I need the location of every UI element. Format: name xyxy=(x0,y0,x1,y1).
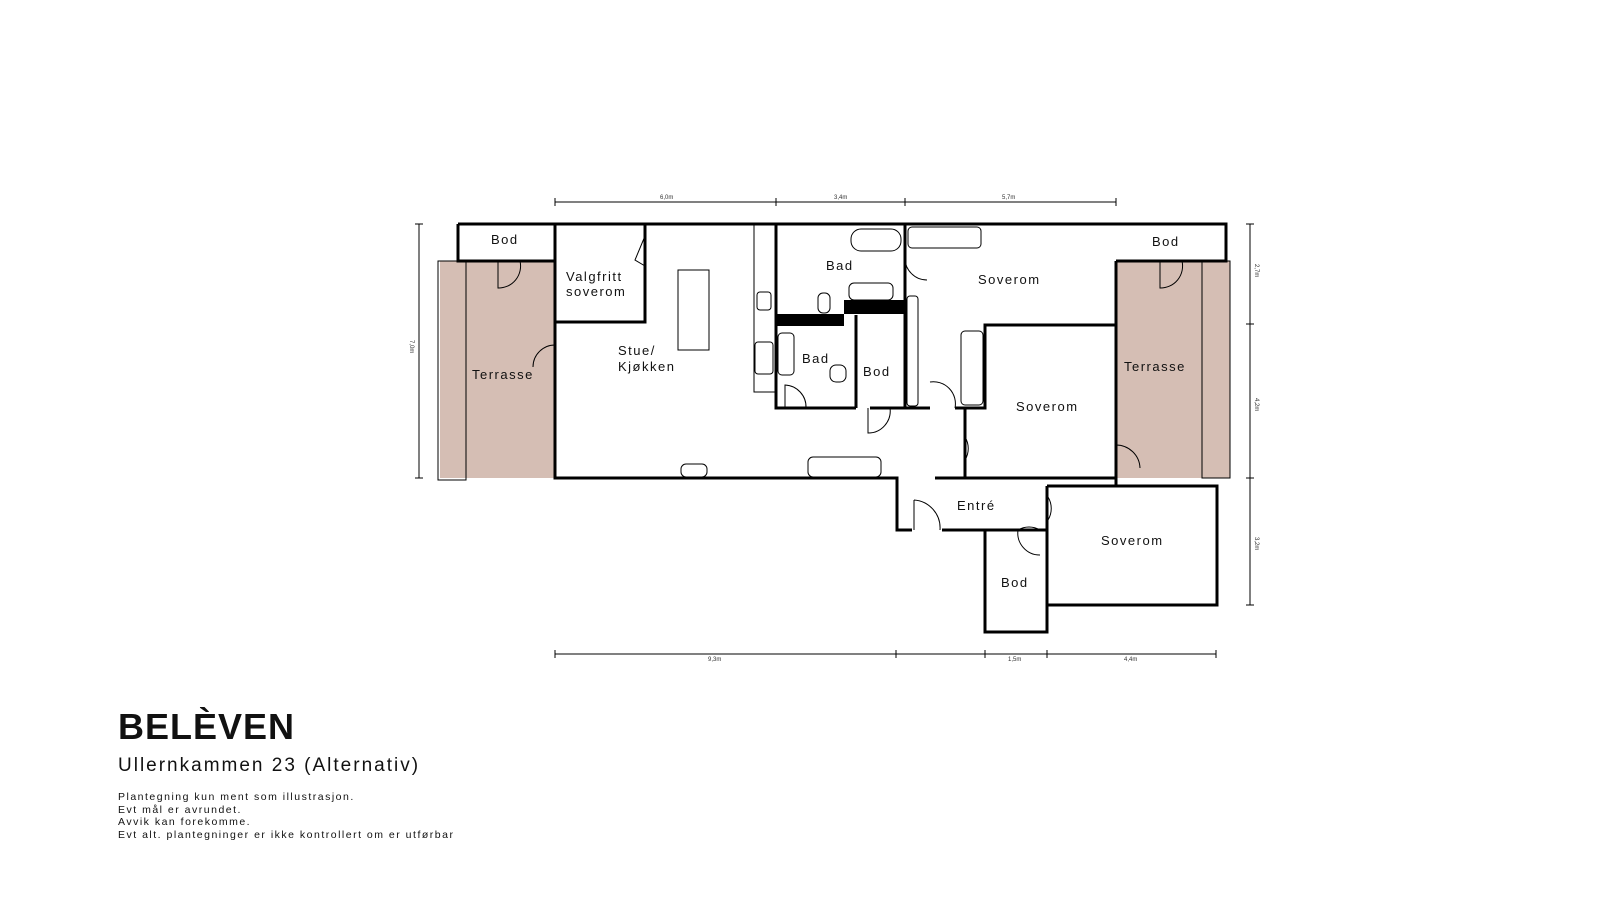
doors xyxy=(497,235,1184,556)
dimension-label: 5,7m xyxy=(1002,195,1015,201)
dimension-label: 2,7m xyxy=(1253,264,1259,277)
brand-logo: BELÈVEN xyxy=(118,706,296,747)
room-label: Bod xyxy=(491,232,519,247)
room-label: Bad xyxy=(826,258,854,273)
note-line: Evt mål er avrundet. xyxy=(118,803,242,816)
dimension-label: 4,2m xyxy=(1253,398,1259,411)
dimension-label: 7,0m xyxy=(408,340,414,353)
dimension-label: 3,4m xyxy=(834,195,847,201)
address-title: Ullernkammen 23 (Alternativ) xyxy=(118,755,421,776)
room-label: Terrasse xyxy=(1124,359,1186,374)
note-line: Evt alt. plantegninger er ikke kontrolle… xyxy=(118,828,455,841)
room-label: Bad xyxy=(802,351,830,366)
room-label: Valgfritt xyxy=(566,269,623,284)
room-label: Bod xyxy=(1152,234,1180,249)
room-label: Soverom xyxy=(1016,399,1079,414)
room-label: Terrasse xyxy=(472,367,534,382)
terrace-left-area xyxy=(440,261,555,478)
dimension-label: 4,4m xyxy=(1124,657,1137,663)
note-line: Avvik kan forekomme. xyxy=(118,816,252,828)
room-label: Bod xyxy=(863,364,891,379)
note-line: Plantegning kun ment som illustrasjon. xyxy=(118,791,355,803)
room-label: Soverom xyxy=(1101,533,1164,548)
room-label: Soverom xyxy=(978,272,1041,287)
terrace-right-area xyxy=(1116,261,1230,478)
dimension-label: 9,3m xyxy=(708,657,721,663)
room-label: Entré xyxy=(957,498,996,513)
room-label: Bod xyxy=(1001,575,1029,590)
room-label: Stue/ xyxy=(618,343,656,358)
room-label: Kjøkken xyxy=(618,359,675,374)
walls xyxy=(456,222,1228,634)
disclaimer-notes: Plantegning kun ment som illustrasjon. E… xyxy=(118,791,454,841)
dimension-label: 3,2m xyxy=(1253,537,1259,550)
dimension-label: 1,5m xyxy=(1008,657,1021,663)
fixtures xyxy=(677,226,984,478)
dimension-lines xyxy=(415,198,1254,658)
dimension-label: 6,0m xyxy=(660,195,673,201)
room-label: soverom xyxy=(566,284,626,299)
